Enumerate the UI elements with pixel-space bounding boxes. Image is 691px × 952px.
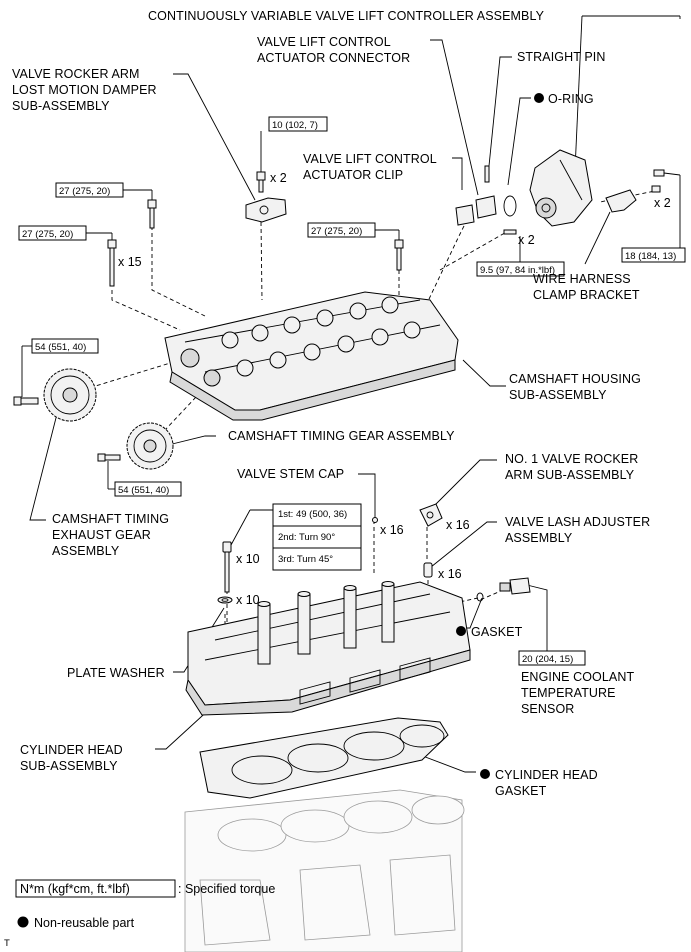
label-cylinder-head-1: CYLINDER HEAD [20, 743, 123, 757]
label-actuator-clip-1: VALVE LIFT CONTROL [303, 152, 437, 166]
qty-plate-washer: x 10 [236, 593, 260, 607]
torque-coolant-sensor: 20 (204, 15) [522, 654, 573, 665]
label-timing-gear: CAMSHAFT TIMING GEAR ASSEMBLY [228, 429, 455, 443]
head-bolt-group [217, 503, 531, 604]
label-wire-bracket-1: WIRE HARNESS [533, 272, 631, 286]
upper-bolts [107, 171, 404, 287]
label-lash-adjuster-2: ASSEMBLY [505, 531, 573, 545]
qty-straight-pin: x 2 [518, 233, 535, 247]
nonreusable-marker [480, 769, 490, 779]
intake-timing-gear [97, 422, 174, 470]
torque-controller-bolt: 18 (184, 13) [625, 251, 676, 262]
label-camshaft-housing-2: SUB-ASSEMBLY [509, 388, 607, 402]
label-cvvl-controller: CONTINUOUSLY VARIABLE VALVE LIFT CONTROL… [148, 9, 545, 23]
torque-head-step3: 3rd: Turn 45° [278, 554, 333, 565]
label-actuator-connector-2: ACTUATOR CONNECTOR [257, 51, 410, 65]
label-camshaft-housing-1: CAMSHAFT HOUSING [509, 372, 641, 386]
label-o-ring: O-RING [548, 92, 594, 106]
torque-timing-gear: 54 (551, 40) [118, 485, 169, 496]
label-plate-washer: PLATE WASHER [67, 666, 165, 680]
label-rocker-arm-2: ARM SUB-ASSEMBLY [505, 468, 635, 482]
torque-head-step2: 2nd: Turn 90° [278, 532, 335, 543]
legend-nonreusable: Non-reusable part [34, 916, 135, 930]
footer-mark: T [4, 938, 10, 949]
qty-head-bolt: x 10 [236, 552, 260, 566]
legend: N*m (kgf*cm, ft.*lbf) : Specified torque… [4, 879, 275, 949]
label-rocker-damper-2: LOST MOTION DAMPER [12, 83, 157, 97]
label-rocker-arm-1: NO. 1 VALVE ROCKER [505, 452, 638, 466]
label-coolant-sensor-1: ENGINE COOLANT [521, 670, 634, 684]
legend-torque-desc: : Specified torque [178, 882, 275, 896]
legend-torque-format: N*m (kgf*cm, ft.*lbf) [20, 882, 130, 896]
exhaust-timing-gear [13, 368, 97, 422]
cvvl-controller [455, 149, 665, 235]
qty-bolts: x 15 [118, 255, 142, 269]
qty-rocker-arm: x 16 [446, 518, 470, 532]
nonreusable-marker [534, 93, 544, 103]
torque-bolt-left: 27 (275, 20) [22, 229, 73, 240]
label-actuator-clip-2: ACTUATOR CLIP [303, 168, 403, 182]
label-rocker-damper-1: VALVE ROCKER ARM [12, 67, 140, 81]
camshaft-housing [164, 291, 459, 421]
qty-damper-bolt: x 2 [270, 171, 287, 185]
label-cylinder-head-2: SUB-ASSEMBLY [20, 759, 118, 773]
cylinder-head-gasket [199, 717, 449, 799]
label-exhaust-gear-3: ASSEMBLY [52, 544, 120, 558]
label-valve-stem-cap: VALVE STEM CAP [237, 467, 344, 481]
label-coolant-sensor-2: TEMPERATURE [521, 686, 616, 700]
label-exhaust-gear-2: EXHAUST GEAR [52, 528, 151, 542]
label-straight-pin: STRAIGHT PIN [517, 50, 605, 64]
qty-lash-adjuster: x 16 [438, 567, 462, 581]
label-head-gasket-1: CYLINDER HEAD [495, 768, 598, 782]
nonreusable-marker [456, 626, 466, 636]
label-wire-bracket-2: CLAMP BRACKET [533, 288, 640, 302]
qty-controller-bolt: x 2 [654, 196, 671, 210]
torque-damper-bolt: 10 (102, 7) [272, 120, 318, 131]
label-gasket: GASKET [471, 625, 523, 639]
label-rocker-damper-3: SUB-ASSEMBLY [12, 99, 110, 113]
quantity-labels: x 2 x 15 x 2 x 2 x 16 x 16 x 16 x 10 x 1… [118, 171, 671, 607]
cylinder-block [184, 789, 465, 952]
torque-bolt-left-upper: 27 (275, 20) [59, 186, 110, 197]
cylinder-head [185, 581, 471, 716]
qty-valve-stem-cap: x 16 [380, 523, 404, 537]
label-lash-adjuster-1: VALVE LASH ADJUSTER [505, 515, 650, 529]
part-labels: CONTINUOUSLY VARIABLE VALVE LIFT CONTROL… [12, 9, 650, 798]
torque-boxes: 10 (102, 7) 27 (275, 20) 27 (275, 20) 27… [18, 116, 686, 666]
torque-exhaust-gear: 54 (551, 40) [35, 342, 86, 353]
label-actuator-connector-1: VALVE LIFT CONTROL [257, 35, 391, 49]
label-exhaust-gear-1: CAMSHAFT TIMING [52, 512, 169, 526]
label-head-gasket-2: GASKET [495, 784, 547, 798]
nonreusable-legend-marker [17, 916, 29, 928]
torque-bolt-center: 27 (275, 20) [311, 226, 362, 237]
torque-straight-pin: 9.5 (97, 84 in.*lbf) [480, 265, 555, 276]
label-coolant-sensor-3: SENSOR [521, 702, 574, 716]
torque-head-step1: 1st: 49 (500, 36) [278, 509, 347, 520]
